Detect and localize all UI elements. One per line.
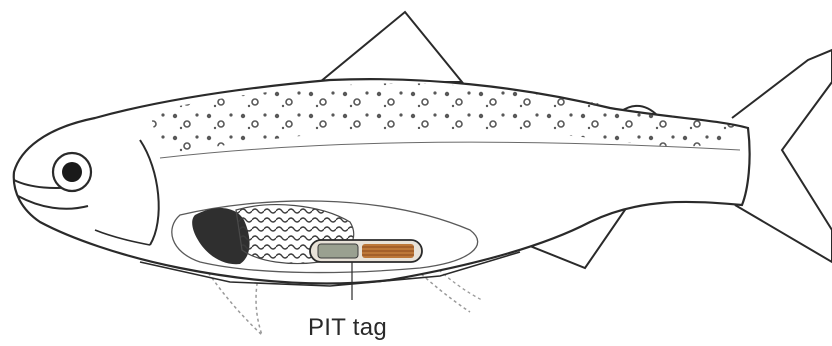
- eye: [53, 153, 91, 191]
- pit-tag: [310, 240, 422, 262]
- pit-tag-label: PIT tag: [308, 314, 387, 342]
- dorsal-fin: [320, 12, 462, 82]
